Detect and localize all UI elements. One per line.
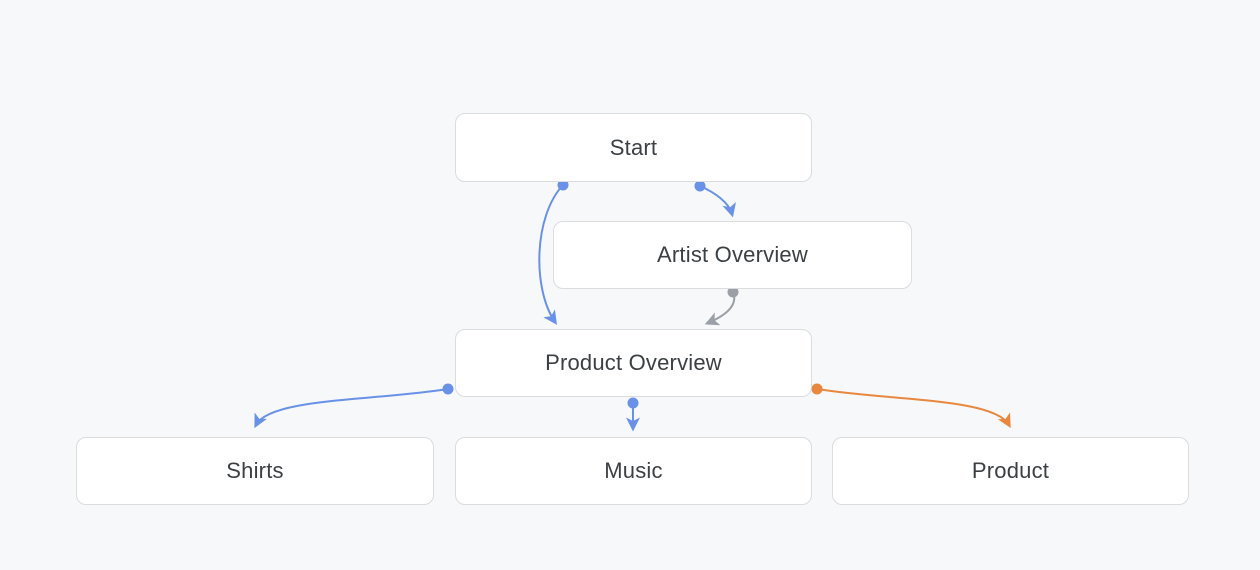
edge-source-dot-start-to-artist-overview	[694, 180, 706, 192]
edge-source-dot-product-overview-to-music	[627, 397, 639, 409]
node-music[interactable]: Music	[455, 437, 812, 505]
node-label-start: Start	[609, 134, 658, 160]
node-label-shirts: Shirts	[226, 458, 284, 483]
node-shirts[interactable]: Shirts	[76, 437, 434, 505]
edge-source-dot-product-overview-to-product	[811, 383, 823, 395]
edge-artist-overview-to-product-overview	[704, 291, 736, 326]
node-product-overview[interactable]: Product Overview	[455, 329, 812, 397]
node-label-artist-overview: Artist Overview	[657, 242, 808, 267]
node-artist-overview[interactable]: Artist Overview	[553, 221, 912, 289]
node-product[interactable]: Product	[832, 437, 1189, 505]
node-start[interactable]: Start	[455, 113, 812, 182]
edge-source-dot-product-overview-to-shirts	[442, 383, 454, 395]
node-label-product: Product	[971, 458, 1050, 483]
edge-product-overview-to-shirts	[254, 388, 449, 429]
node-label-product-overview: Product Overview	[545, 350, 722, 375]
edge-start-to-artist-overview	[699, 185, 736, 218]
edge-product-overview-to-product	[816, 388, 1011, 429]
node-label-music: Music	[604, 458, 663, 483]
